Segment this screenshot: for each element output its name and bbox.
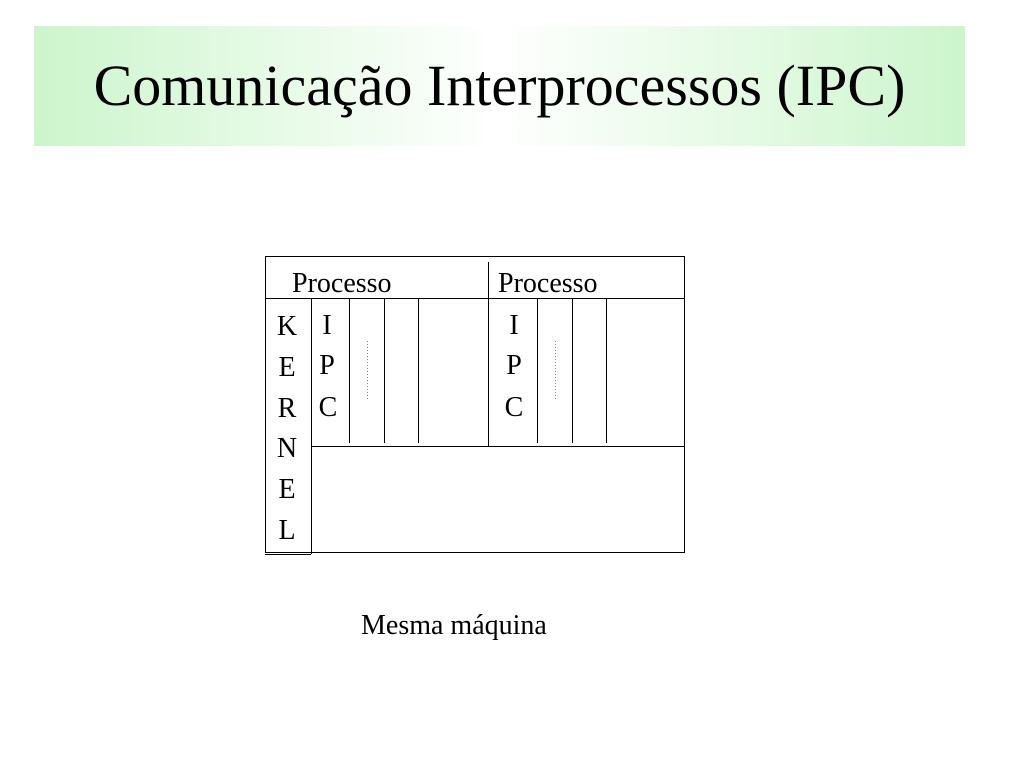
p1-ipc-letter: P xyxy=(319,350,335,381)
kernel-letter: N xyxy=(276,433,298,464)
p1-ipc-letter: C xyxy=(318,392,338,423)
p2-ipc-letter: P xyxy=(506,350,522,381)
p2-ipc-letter: C xyxy=(504,392,524,423)
diagram-caption: Mesma máquina xyxy=(361,610,547,641)
process-2-label: Processo xyxy=(498,268,598,299)
kernel-letter: K xyxy=(276,311,298,342)
p1-ipc-letter: I xyxy=(322,310,332,341)
kernel-letter: E xyxy=(278,352,296,383)
title-bar: Comunicação Interprocessos (IPC) xyxy=(34,26,965,146)
kernel-letter: E xyxy=(278,474,296,505)
kernel-letter: L xyxy=(278,515,296,546)
slide-title: Comunicação Interprocessos (IPC) xyxy=(93,53,906,118)
p2-ipc-letter: I xyxy=(509,310,519,341)
kernel-letter: R xyxy=(277,393,297,424)
process-1-label: Processo xyxy=(292,268,392,299)
outer-frame xyxy=(265,256,685,553)
